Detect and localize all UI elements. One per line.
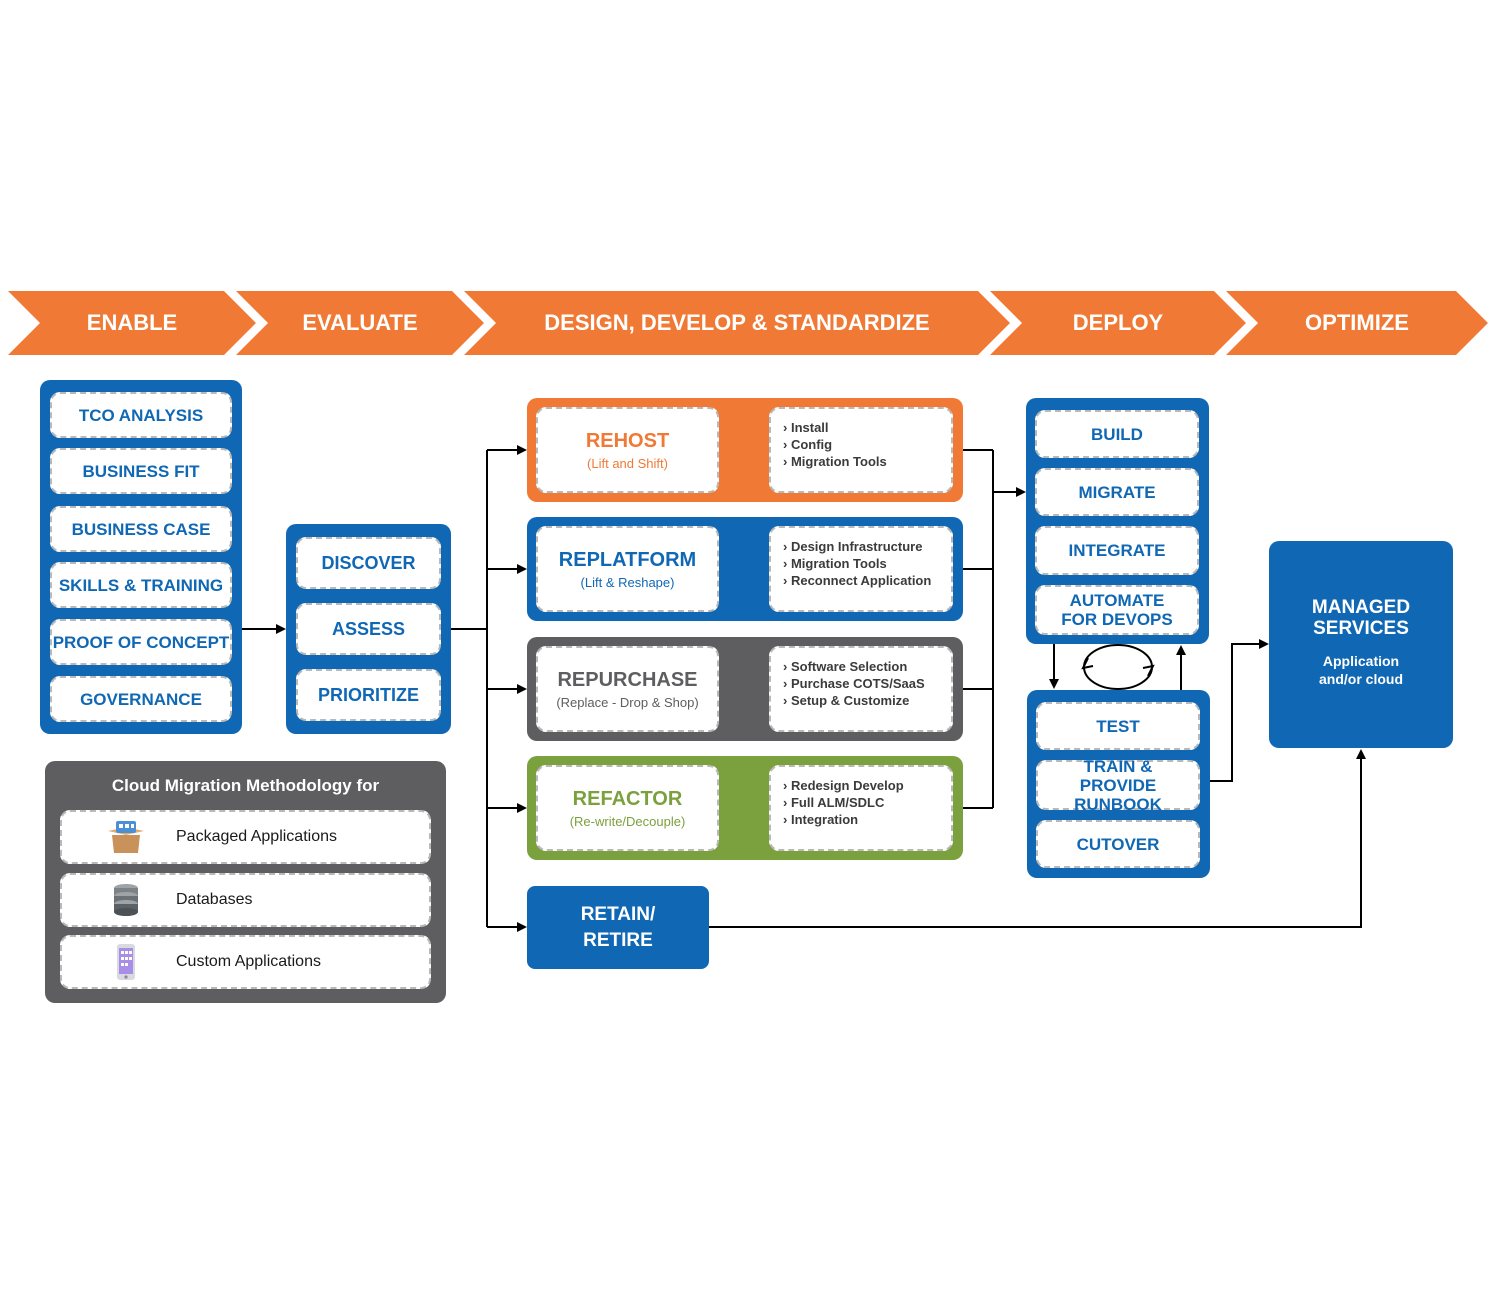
detail-item: Reconnect Application bbox=[783, 572, 951, 589]
discover-card: DISCOVER bbox=[296, 537, 441, 589]
integrate-card: INTEGRATE bbox=[1035, 526, 1199, 575]
refactor-details: Redesign Develop Full ALM/SDLC Integrati… bbox=[769, 765, 953, 851]
enable-panel bbox=[40, 380, 242, 734]
phase-deploy: DEPLOY bbox=[990, 291, 1246, 355]
phase-label: OPTIMIZE bbox=[1305, 310, 1409, 335]
detail-item: Config bbox=[783, 436, 951, 453]
retain-line: RETAIN/ bbox=[580, 903, 656, 925]
automate-devops-card: AUTOMATE FOR DEVOPS bbox=[1035, 585, 1199, 635]
rehost-panel: REHOST (Lift and Shift) Install Config M… bbox=[527, 398, 963, 502]
rehost-card: REHOST (Lift and Shift) bbox=[536, 407, 719, 493]
refactor-card: REFACTOR (Re-write/Decouple) bbox=[536, 765, 719, 851]
migrate-card: MIGRATE bbox=[1035, 468, 1199, 516]
phase-label: EVALUATE bbox=[302, 310, 418, 335]
replatform-panel: REPLATFORM (Lift & Reshape) Design Infra… bbox=[527, 517, 963, 621]
detail-item: Install bbox=[783, 419, 951, 436]
detail-item: Integration bbox=[783, 811, 951, 828]
assess-card: ASSESS bbox=[296, 603, 441, 655]
strategy-subtitle: (Lift & Reshape) bbox=[580, 574, 675, 590]
packaged-applications-row: Packaged Applications bbox=[60, 810, 431, 864]
retire-line: RETIRE bbox=[583, 929, 653, 951]
detail-item: Migration Tools bbox=[783, 453, 951, 470]
detail-item: Migration Tools bbox=[783, 555, 951, 572]
strategy-title: REPLATFORM bbox=[558, 548, 697, 571]
detail-item: Setup & Customize bbox=[783, 692, 951, 709]
proof-of-concept-card: PROOF OF CONCEPT bbox=[50, 619, 232, 665]
package-icon bbox=[106, 817, 146, 857]
detail-item: Software Selection bbox=[783, 658, 951, 675]
managed-title: MANAGED SERVICES bbox=[1311, 597, 1411, 639]
method-label: Databases bbox=[176, 891, 253, 908]
phase-label: DESIGN, DEVELOP & STANDARDIZE bbox=[544, 310, 930, 335]
phase-label: ENABLE bbox=[86, 310, 178, 335]
phase-enable: ENABLE bbox=[8, 291, 256, 355]
governance-card: GOVERNANCE bbox=[50, 676, 232, 722]
replatform-card: REPLATFORM (Lift & Reshape) bbox=[536, 526, 719, 612]
build-card: BUILD bbox=[1035, 410, 1199, 458]
replatform-details: Design Infrastructure Migration Tools Re… bbox=[769, 526, 953, 612]
strategy-subtitle: (Lift and Shift) bbox=[587, 455, 668, 471]
methodology-title: Cloud Migration Methodology for bbox=[111, 776, 380, 795]
business-fit-card: BUSINESS FIT bbox=[50, 448, 232, 494]
detail-item: Design Infrastructure bbox=[783, 538, 951, 555]
train-runbook-card: TRAIN & PROVIDE RUNBOOK bbox=[1036, 757, 1200, 814]
phase-label: DEPLOY bbox=[1072, 310, 1164, 335]
skills-training-card: SKILLS & TRAINING bbox=[50, 562, 232, 608]
database-icon bbox=[106, 880, 146, 920]
business-case-card: BUSINESS CASE bbox=[50, 506, 232, 552]
strategy-title: REHOST bbox=[585, 429, 670, 452]
databases-row: Databases bbox=[60, 873, 431, 927]
managed-services-box: MANAGED SERVICES Application and/or clou… bbox=[1269, 541, 1453, 748]
repurchase-panel: REPURCHASE (Replace - Drop & Shop) Softw… bbox=[527, 637, 963, 741]
repurchase-details: Software Selection Purchase COTS/SaaS Se… bbox=[769, 646, 953, 732]
custom-applications-row: Custom Applications bbox=[60, 935, 431, 989]
cycle-arrowhead-left bbox=[1081, 657, 1094, 670]
phase-optimize: OPTIMIZE bbox=[1226, 291, 1488, 355]
method-label: Custom Applications bbox=[176, 953, 321, 970]
mobile-app-icon bbox=[106, 942, 146, 982]
strategy-subtitle: (Replace - Drop & Shop) bbox=[556, 694, 699, 710]
strategy-title: REFACTOR bbox=[572, 787, 683, 810]
repurchase-card: REPURCHASE (Replace - Drop & Shop) bbox=[536, 646, 719, 732]
refactor-panel: REFACTOR (Re-write/Decouple) Redesign De… bbox=[527, 756, 963, 860]
cycle-arrowhead-right bbox=[1142, 664, 1155, 677]
iteration-cycle-icon bbox=[1083, 644, 1153, 690]
detail-item: Redesign Develop bbox=[783, 777, 951, 794]
rehost-details: Install Config Migration Tools bbox=[769, 407, 953, 493]
prioritize-card: PRIORITIZE bbox=[296, 669, 441, 721]
managed-subtitle: Application and/or cloud bbox=[1319, 653, 1403, 687]
phase-evaluate: EVALUATE bbox=[236, 291, 484, 355]
strategy-subtitle: (Re-write/Decouple) bbox=[569, 813, 686, 829]
detail-item: Purchase COTS/SaaS bbox=[783, 675, 951, 692]
method-label: Packaged Applications bbox=[176, 828, 337, 845]
test-card: TEST bbox=[1036, 702, 1200, 750]
deploy-to-managed-arrow bbox=[1210, 639, 1269, 782]
detail-item: Full ALM/SDLC bbox=[783, 794, 951, 811]
retain-retire-box: RETAIN/ RETIRE bbox=[527, 886, 709, 969]
phase-design: DESIGN, DEVELOP & STANDARDIZE bbox=[464, 291, 1010, 355]
tco-analysis-card: TCO ANALYSIS bbox=[50, 392, 232, 438]
strategy-title: REPURCHASE bbox=[557, 668, 698, 691]
cutover-card: CUTOVER bbox=[1036, 820, 1200, 868]
